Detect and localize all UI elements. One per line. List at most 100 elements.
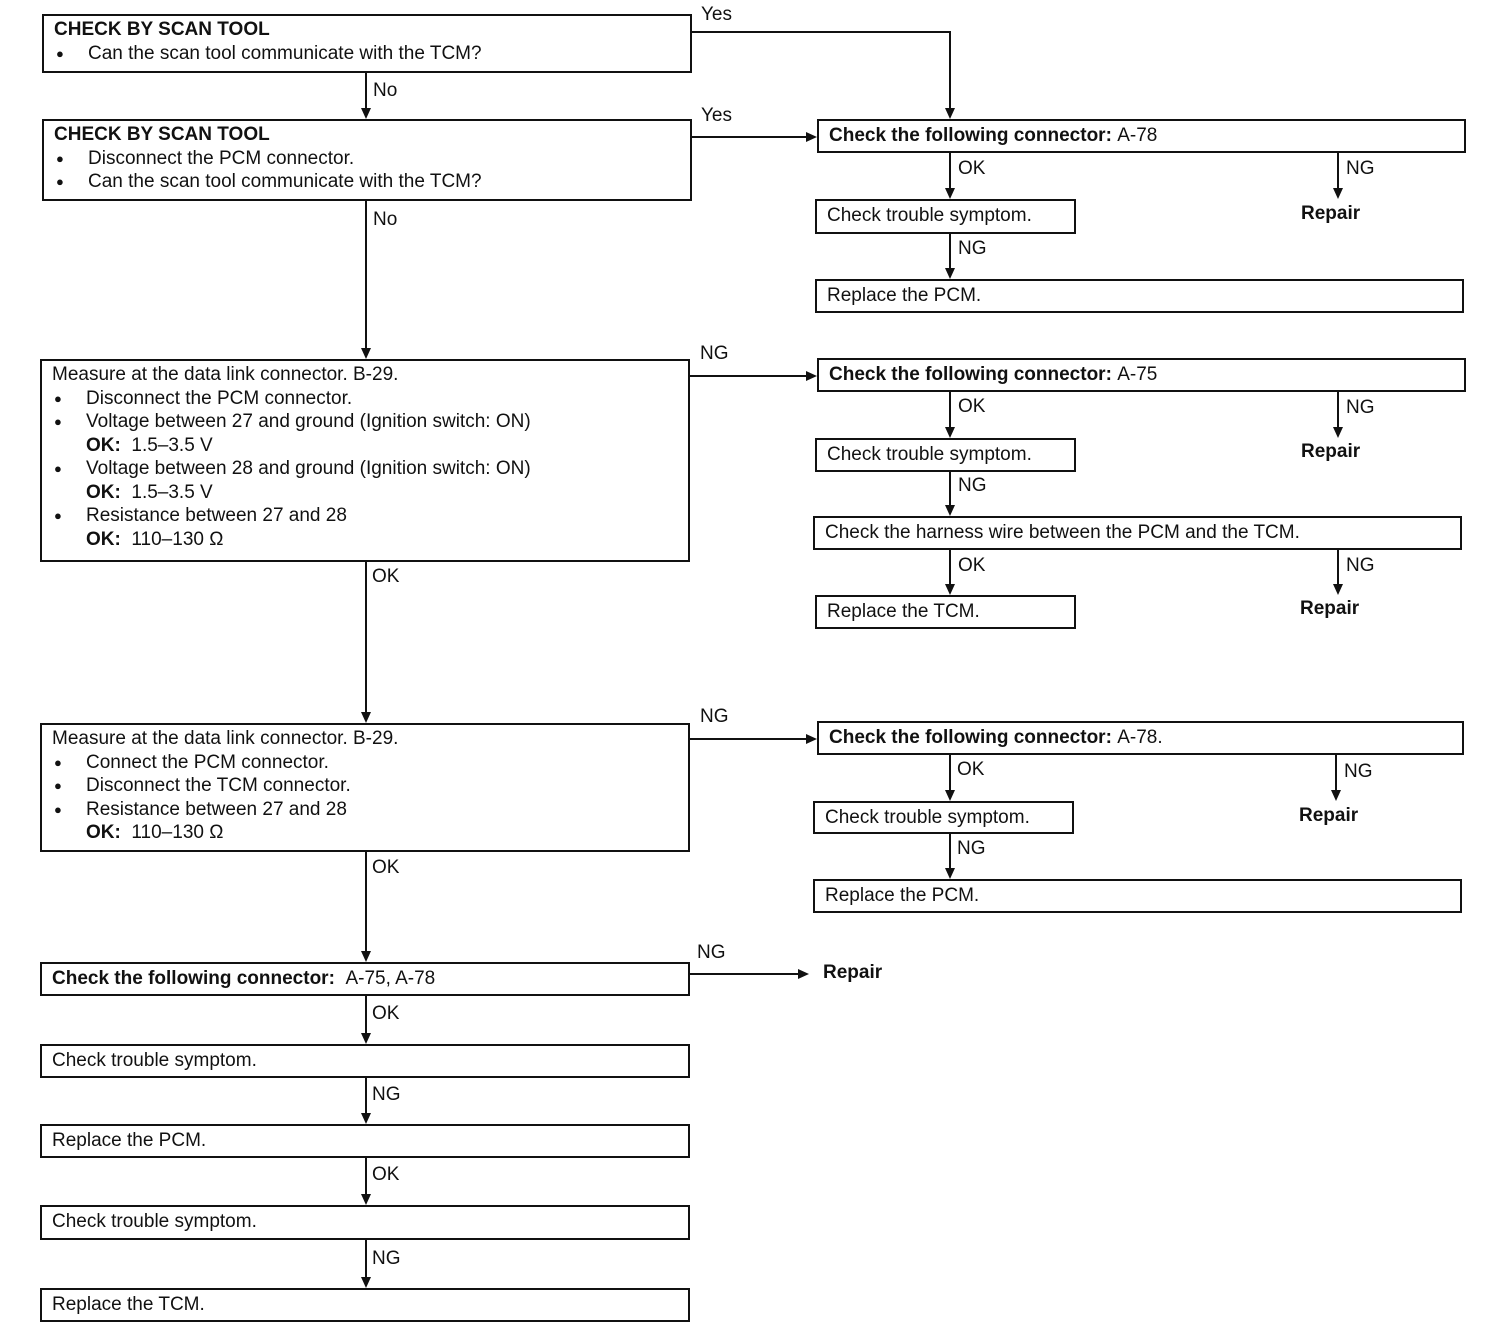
replace-pcm-left: Replace the PCM. [40, 1124, 690, 1158]
arrowhead [361, 1277, 371, 1288]
arrowhead [1333, 584, 1343, 595]
check-harness-wire: Check the harness wire between the PCM a… [813, 516, 1462, 550]
ok-value: 110–130 Ω [131, 822, 224, 843]
ok-label: OK: [86, 481, 121, 503]
check-trouble-symptom-left-1: Check trouble symptom. [40, 1044, 690, 1078]
replace-tcm-r2: Replace the TCM. [815, 595, 1076, 629]
ng-branch-label: NG [1346, 158, 1375, 179]
arrowhead [1331, 790, 1341, 801]
connector-label: Check the following connector: [829, 727, 1112, 748]
box-text: Replace the PCM. [825, 885, 980, 906]
arrowhead [945, 427, 955, 438]
box-line: Voltage between 28 and ground (Ignition … [52, 457, 678, 481]
connector-line-text: Check the following connector: A-75, A-7… [52, 967, 678, 991]
repair-label: Repair [1299, 805, 1359, 826]
arrowhead [806, 371, 817, 381]
arrowhead [806, 132, 817, 142]
connector-line-text: Check the following connector: A-75 [829, 363, 1454, 387]
scan-tool-check-2: CHECK BY SCAN TOOL Disconnect the PCM co… [42, 119, 692, 201]
repair-label: Repair [823, 962, 883, 983]
box-heading: Measure at the data link connector. B-29… [52, 364, 399, 385]
ok-label: OK: [86, 528, 121, 550]
box-text: Replace the PCM. [827, 285, 982, 306]
arrowhead [361, 348, 371, 359]
connector-label: Check the following connector: [829, 125, 1112, 146]
connector-label: Check the following connector: [52, 968, 335, 989]
arrowhead [945, 790, 955, 801]
ok-branch-label: OK [958, 396, 986, 417]
box-heading: Measure at the data link connector. B-29… [52, 728, 399, 749]
ok-branch-label: OK [372, 1164, 400, 1185]
arrowhead [945, 268, 955, 279]
yes-label: Yes [701, 105, 732, 126]
box-line: Can the scan tool communicate with the T… [54, 170, 680, 194]
box-title: CHECK BY SCAN TOOL [54, 19, 270, 40]
ng-branch-label: NG [697, 942, 726, 963]
ok-label: OK: [86, 822, 121, 843]
ok-label: OK: [86, 434, 121, 456]
connector-value: A-75 [1117, 364, 1158, 385]
ok-branch-label: OK [372, 566, 400, 587]
box-text: Replace the TCM. [52, 1294, 205, 1315]
ng-branch-label: NG [1346, 555, 1375, 576]
box-text: Replace the PCM. [52, 1130, 207, 1151]
connector-label: Check the following connector: [829, 364, 1112, 385]
ng-branch-label: NG [700, 343, 729, 364]
check-connector-a75: Check the following connector: A-75 [817, 358, 1466, 392]
ng-branch-label: NG [957, 838, 986, 859]
arrowhead [361, 951, 371, 962]
check-connector-a78-1: Check the following connector: A-78 [817, 119, 1466, 153]
arrowhead [945, 505, 955, 516]
check-trouble-symptom-left-2: Check trouble symptom. [40, 1205, 690, 1240]
measure-step-1: Measure at the data link connector. B-29… [40, 359, 690, 562]
arrowhead [945, 188, 955, 199]
replace-pcm-r3: Replace the PCM. [813, 879, 1462, 913]
box-text: Replace the TCM. [827, 601, 980, 622]
box-line: Connect the PCM connector. [52, 751, 678, 775]
box-line: Resistance between 27 and 28 [52, 504, 678, 528]
check-trouble-symptom-r2: Check trouble symptom. [815, 438, 1076, 472]
ok-value: 1.5–3.5 V [131, 481, 213, 503]
ok-value: 110–130 Ω [131, 528, 224, 550]
check-connector-a75-a78: Check the following connector: A-75, A-7… [40, 962, 690, 996]
repair-label: Repair [1301, 441, 1361, 462]
arrowhead [798, 969, 809, 979]
replace-tcm-left: Replace the TCM. [40, 1288, 690, 1322]
ng-branch-label: NG [958, 475, 987, 496]
ok-branch-label: OK [958, 555, 986, 576]
connector-line-text: Check the following connector: A-78. [829, 726, 1452, 750]
connector-value: A-78. [1117, 727, 1163, 748]
no-label: No [373, 209, 398, 230]
arrowhead [1333, 188, 1343, 199]
connector-line-text: Check the following connector: A-78 [829, 124, 1454, 148]
check-trouble-symptom-r3: Check trouble symptom. [813, 801, 1074, 834]
box-line: Disconnect the PCM connector. [54, 147, 680, 171]
ok-spec: OK: 110–130 Ω [52, 821, 678, 845]
box-line: Disconnect the TCM connector. [52, 774, 678, 798]
ok-branch-label: OK [372, 1003, 400, 1024]
repair-label: Repair [1301, 203, 1361, 224]
ok-branch-label: OK [958, 158, 986, 179]
measure-step-2: Measure at the data link connector. B-29… [40, 723, 690, 852]
box-text: Check trouble symptom. [52, 1050, 257, 1071]
arrowhead [945, 108, 955, 119]
connector-value: A-75, A-78 [345, 968, 436, 989]
arrowhead [361, 1194, 371, 1205]
check-trouble-symptom-r1: Check trouble symptom. [815, 199, 1076, 234]
scan-tool-check-1: CHECK BY SCAN TOOL Can the scan tool com… [42, 14, 692, 73]
box-text: Check trouble symptom. [52, 1211, 257, 1232]
ng-branch-label: NG [700, 706, 729, 727]
arrowhead [361, 712, 371, 723]
check-connector-a78-2: Check the following connector: A-78. [817, 721, 1464, 755]
connector-value: A-78 [1117, 125, 1158, 146]
arrowhead [945, 868, 955, 879]
ng-branch-label: NG [372, 1084, 401, 1105]
yes-label: Yes [701, 4, 732, 25]
ok-value: 1.5–3.5 V [131, 434, 213, 456]
ng-branch-label: NG [1346, 397, 1375, 418]
replace-pcm-r1: Replace the PCM. [815, 279, 1464, 313]
arrowhead [806, 734, 817, 744]
box-text: Check trouble symptom. [827, 444, 1032, 465]
box-text: Check the harness wire between the PCM a… [825, 522, 1300, 543]
